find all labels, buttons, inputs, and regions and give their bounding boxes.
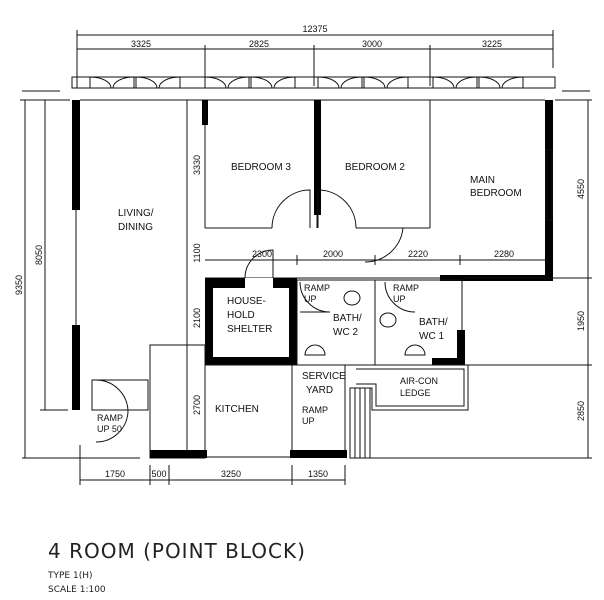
window-casement (455, 76, 478, 89)
dim-top-2: 2825 (249, 39, 269, 49)
left-dimensions: 9350 8050 (14, 99, 70, 458)
plan-title: 4 ROOM (POINT BLOCK) (48, 539, 306, 563)
dim-corridor-2: 2000 (323, 249, 343, 259)
label-bath1-1: BATH/ (419, 317, 448, 328)
right-dimensions: 4550 1950 2850 (22, 99, 592, 459)
window-casement (250, 76, 273, 89)
dim-corridor-4: 2280 (494, 249, 514, 259)
windows (22, 76, 590, 92)
label-bedroom-2: BEDROOM 2 (345, 162, 405, 173)
dim-left-outer: 9350 (14, 275, 24, 295)
label-ramp-bath2-2: UP (304, 294, 317, 304)
label-aircon-1: AIR-CON (400, 376, 438, 386)
label-bath2-1: BATH/ (333, 313, 362, 324)
label-shelter-1: HOUSE- (227, 296, 266, 307)
window-casement (363, 76, 386, 89)
dim-bottom-3: 3250 (221, 469, 241, 479)
label-kitchen: KITCHEN (215, 404, 259, 415)
label-bath2-2: WC 2 (333, 327, 358, 338)
title-block: 4 ROOM (POINT BLOCK) TYPE 1(H) SCALE 1:1… (47, 539, 306, 595)
inner-vertical-dimensions: 3330 1100 2100 2700 (192, 155, 202, 415)
label-shelter-2: HOLD (227, 310, 255, 321)
label-ramp-yard-2: UP (302, 416, 315, 426)
dim-corridor-1: 2300 (252, 249, 272, 259)
label-bedroom-3: BEDROOM 3 (231, 162, 291, 173)
label-living-1: LIVING/ (118, 208, 154, 219)
dim-right-1: 4550 (576, 179, 586, 199)
window-casement (89, 76, 112, 89)
window-casement (227, 76, 250, 89)
label-aircon-2: LEDGE (400, 388, 431, 398)
dim-top-4: 3225 (482, 39, 502, 49)
window-casement (501, 76, 524, 89)
plan-type: TYPE 1(H) (47, 571, 93, 581)
bottom-dimensions: 1750 500 3250 1350 (79, 445, 346, 485)
dim-top-1: 3325 (131, 39, 151, 49)
dim-corridor-3: 2220 (408, 249, 428, 259)
label-ramp-bath2-1: RAMP (304, 283, 330, 293)
dim-right-3: 2850 (576, 401, 586, 421)
dim-left-inner: 8050 (34, 245, 44, 265)
label-main-bedroom-1: MAIN (470, 175, 495, 186)
label-ramp-yard-1: RAMP (302, 405, 328, 415)
dim-inner-3: 2100 (192, 308, 202, 328)
label-ramp-entry-2: UP 50 (97, 424, 122, 434)
dim-bottom-4: 1350 (308, 469, 328, 479)
window-casement (317, 76, 340, 89)
window-casement (204, 76, 227, 89)
doors (95, 189, 416, 443)
window-casement (273, 76, 296, 89)
label-ramp-entry-1: RAMP (97, 413, 123, 423)
label-shelter-3: SHELTER (227, 324, 272, 335)
dim-inner-2: 1100 (192, 243, 202, 262)
label-ramp-bath1-1: RAMP (393, 283, 419, 293)
plan-scale: SCALE 1:100 (48, 585, 106, 595)
window-casement (386, 76, 409, 89)
window-casement (135, 76, 158, 89)
label-main-bedroom-2: BEDROOM (470, 188, 522, 199)
window-casement (112, 76, 135, 89)
label-bath1-2: WC 1 (419, 331, 444, 342)
window-casement (478, 76, 501, 89)
dim-bottom-1: 1750 (105, 469, 125, 479)
window-casement (340, 76, 363, 89)
label-ramp-bath1-2: UP (393, 294, 406, 304)
dim-inner-4: 2700 (192, 395, 202, 415)
dim-top-3: 3000 (362, 39, 382, 49)
dim-inner-1: 3330 (192, 155, 202, 175)
window-casement (432, 76, 455, 89)
dim-bottom-2: 500 (151, 469, 166, 479)
room-labels: BEDROOM 3 BEDROOM 2 MAIN BEDROOM LIVING/… (97, 162, 522, 434)
dim-top-total: 12375 (302, 24, 327, 34)
top-dimensions: 12375 3325 2825 3000 3225 (76, 24, 554, 88)
label-yard-1: SERVICE (302, 371, 346, 382)
dim-right-2: 1950 (576, 311, 586, 331)
label-yard-2: YARD (306, 385, 333, 396)
label-living-2: DINING (118, 222, 153, 233)
window-casement (158, 76, 181, 89)
fixtures (304, 290, 426, 356)
corridor-dimensions: 2300 2000 2220 2280 (205, 249, 548, 265)
